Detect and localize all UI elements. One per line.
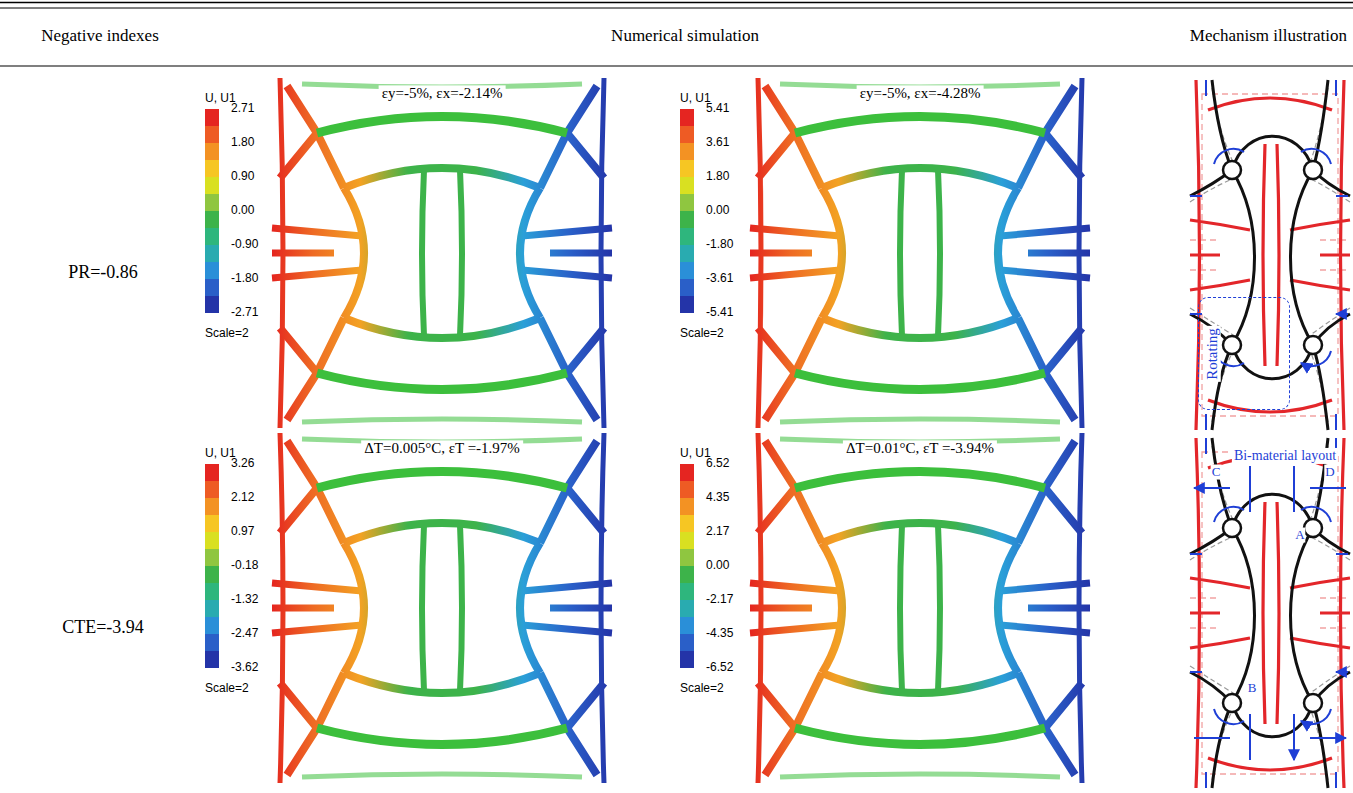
- point-label: A: [1294, 528, 1305, 543]
- column-header: Negative indexes: [41, 26, 159, 46]
- column-header: Numerical simulation: [611, 26, 759, 46]
- panel-title: ΔT=0.005°C, εT =-1.97%: [361, 440, 523, 457]
- colorbar-value: -3.61: [706, 272, 733, 286]
- colorbar-value: -0.90: [231, 238, 258, 252]
- colorbar-value: 0.00: [706, 204, 729, 218]
- colorbar-value: -2.17: [706, 593, 733, 607]
- colorbar-value: -1.80: [231, 272, 258, 286]
- colorbar-value: -2.71: [231, 306, 258, 320]
- panel-title: εy=-5%, εx=-4.28%: [857, 85, 984, 102]
- table-rules: [0, 3, 1353, 67]
- row-label: CTE=-3.94: [62, 617, 144, 638]
- colorbar-value: 1.80: [231, 136, 254, 150]
- annotation: Bi-material layout: [1232, 448, 1338, 464]
- colorbar-value: -1.32: [231, 593, 258, 607]
- colorbar-value: 0.00: [706, 559, 729, 573]
- expansion-arrows: [1194, 466, 1346, 760]
- box-label: Rotating: [1204, 326, 1221, 382]
- colorbar: [205, 464, 219, 668]
- colorbar-value: -4.35: [706, 627, 733, 641]
- colorbar: [205, 109, 219, 313]
- deformed-structure: [750, 433, 1090, 783]
- deformed-structure: [750, 78, 1090, 428]
- colorbar-value: -2.47: [231, 627, 258, 641]
- colorbar-value: 3.61: [706, 136, 729, 150]
- point-label: D: [1324, 465, 1335, 480]
- colorbar-value: 0.97: [231, 525, 254, 539]
- colorbar-value: 5.41: [706, 102, 729, 116]
- colorbar-value: -3.62: [231, 661, 258, 675]
- colorbar-value: 2.12: [231, 491, 254, 505]
- colorbar: [680, 464, 694, 668]
- colorbar-value: -6.52: [706, 661, 733, 675]
- legend-caption: Scale=2: [205, 327, 249, 341]
- deformed-structure: [272, 78, 612, 428]
- row-label: PR=-0.86: [68, 262, 138, 283]
- point-label: B: [1247, 681, 1258, 696]
- colorbar-value: 4.35: [706, 491, 729, 505]
- colorbar: [680, 109, 694, 313]
- point-label: C: [1211, 465, 1222, 480]
- group-box: Rotating: [1198, 297, 1290, 410]
- panel-title: εy=-5%, εx=-2.14%: [379, 85, 506, 102]
- legend-caption: Scale=2: [205, 682, 249, 696]
- deformed-structure: [272, 433, 612, 783]
- colorbar-value: -0.18: [231, 559, 258, 573]
- colorbar-value: 2.17: [706, 525, 729, 539]
- colorbar-value: 0.90: [231, 170, 254, 184]
- mechanism-sketch: [1190, 80, 1350, 430]
- colorbar-value: 2.71: [231, 102, 254, 116]
- mechanism-sketch: [1190, 438, 1350, 788]
- legend-caption: Scale=2: [680, 682, 724, 696]
- panel-title: ΔT=0.01°C, εT =-3.94%: [843, 440, 997, 457]
- legend-caption: Scale=2: [680, 327, 724, 341]
- colorbar-value: -1.80: [706, 238, 733, 252]
- colorbar-value: 3.26: [231, 457, 254, 471]
- colorbar-value: 1.80: [706, 170, 729, 184]
- column-header: Mechanism illustration: [1190, 26, 1347, 46]
- colorbar-value: -5.41: [706, 306, 733, 320]
- colorbar-value: 6.52: [706, 457, 729, 471]
- colorbar-value: 0.00: [231, 204, 254, 218]
